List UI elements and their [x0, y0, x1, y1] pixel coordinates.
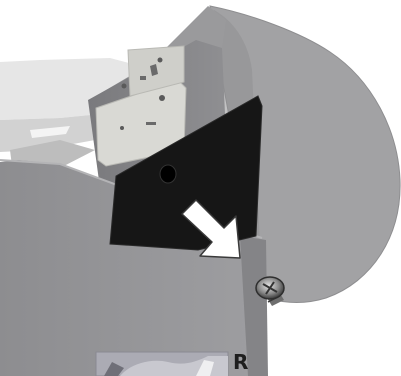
side-label-letter: R — [233, 352, 248, 372]
cover-plate-screw-hole — [160, 165, 176, 183]
side-label-sticker — [96, 352, 228, 376]
